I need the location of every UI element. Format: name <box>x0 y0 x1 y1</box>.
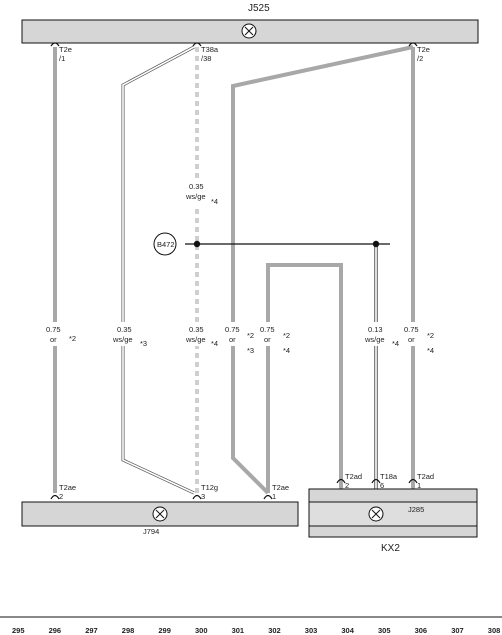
j794-label: J794 <box>143 527 159 536</box>
svg-text:*3: *3 <box>140 339 147 348</box>
wire-label-4: 0.75 or *2 *3 <box>222 322 254 355</box>
svg-text:0.35: 0.35 <box>189 182 204 191</box>
svg-text:T2ad: T2ad <box>417 472 434 481</box>
svg-text:T38a: T38a <box>201 45 219 54</box>
connector-bot-2: T12g 3 <box>192 483 218 501</box>
svg-text:T2ad: T2ad <box>345 472 362 481</box>
connector-top-1: T2e /1 <box>50 42 72 63</box>
column-number: 296 <box>49 626 62 635</box>
connector-bot-6: T2ad 1 <box>408 472 434 490</box>
ground-symbol-icon <box>368 506 384 522</box>
svg-text:T18a: T18a <box>380 472 398 481</box>
wire-label-3: 0.35 ws/ge *4 <box>184 322 218 348</box>
svg-text:0.35: 0.35 <box>117 325 132 334</box>
column-number: 307 <box>451 626 464 635</box>
j285-label: J285 <box>408 505 424 514</box>
component-j794: J794 <box>21 501 299 536</box>
wire-5[interactable] <box>266 263 343 493</box>
svg-text:*2: *2 <box>283 331 290 340</box>
svg-text:*3: *3 <box>247 346 254 355</box>
column-number: 303 <box>305 626 318 635</box>
column-number: 295 <box>12 626 25 635</box>
svg-text:*2: *2 <box>247 331 254 340</box>
wire-4[interactable] <box>231 45 414 495</box>
svg-text:*4: *4 <box>427 346 434 355</box>
component-j525: J525 <box>21 3 479 44</box>
svg-text:6: 6 <box>380 481 384 490</box>
svg-text:T2e: T2e <box>417 45 430 54</box>
column-number: 306 <box>415 626 428 635</box>
column-number: 308 <box>488 626 501 635</box>
svg-text:*2: *2 <box>427 331 434 340</box>
svg-text:or: or <box>229 335 236 344</box>
wire-label-upper: 0.35 ws/ge *4 <box>184 178 218 208</box>
column-numbers: 295 296 297 298 299 300 301 302 303 304 305 306 307 3… <box>12 626 500 635</box>
svg-text:ws/ge: ws/ge <box>185 192 206 201</box>
svg-text:*2: *2 <box>69 334 76 343</box>
svg-text:0.13: 0.13 <box>368 325 383 334</box>
svg-text:*4: *4 <box>211 339 218 348</box>
svg-text:*4: *4 <box>211 197 218 206</box>
wire-label-6: 0.13 ws/ge *4 <box>364 322 399 348</box>
svg-text:0.35: 0.35 <box>189 325 204 334</box>
splice-dot-right <box>372 240 380 248</box>
svg-text:ws/ge: ws/ge <box>185 335 206 344</box>
splice-dot-left <box>193 240 201 248</box>
svg-text:or: or <box>50 335 57 344</box>
svg-text:T12g: T12g <box>201 483 218 492</box>
svg-text:T2ae: T2ae <box>59 483 76 492</box>
connector-bot-4: T2ad 2 <box>336 472 362 490</box>
svg-text:or: or <box>264 335 271 344</box>
j285-unit[interactable] <box>308 501 478 527</box>
column-number: 305 <box>378 626 391 635</box>
svg-text:*4: *4 <box>392 339 399 348</box>
svg-text:/2: /2 <box>417 54 423 63</box>
connector-top-2: T38a /38 <box>192 42 219 63</box>
connector-bot-3: T2ae 1 <box>263 483 289 501</box>
column-number: 298 <box>122 626 135 635</box>
svg-text:1: 1 <box>272 492 276 501</box>
ground-symbol-icon <box>152 506 168 522</box>
connector-bot-5: T18a 6 <box>371 472 398 490</box>
svg-text:/1: /1 <box>59 54 65 63</box>
svg-text:0.75: 0.75 <box>260 325 275 334</box>
svg-text:3: 3 <box>201 492 205 501</box>
svg-text:0.75: 0.75 <box>404 325 419 334</box>
column-number: 299 <box>158 626 171 635</box>
kx2-label: KX2 <box>381 543 400 554</box>
svg-text:T2ae: T2ae <box>272 483 289 492</box>
column-number: 300 <box>195 626 208 635</box>
svg-text:ws/ge: ws/ge <box>364 335 385 344</box>
column-number: 297 <box>85 626 98 635</box>
wire-label-2: 0.35 ws/ge *3 <box>112 322 147 348</box>
wire-label-5: 0.75 or *2 *4 <box>257 322 290 355</box>
svg-text:0.75: 0.75 <box>225 325 240 334</box>
connector-top-3: T2e /2 <box>408 42 430 63</box>
component-kx2: J285 KX2 <box>308 488 478 554</box>
svg-text:or: or <box>408 335 415 344</box>
column-number: 302 <box>268 626 281 635</box>
j525-label: J525 <box>248 3 270 14</box>
svg-text:ws/ge: ws/ge <box>112 335 133 344</box>
svg-text:1: 1 <box>417 481 421 490</box>
wire-2[interactable] <box>121 45 195 495</box>
wire-label-1: 0.75 or *2 <box>43 322 76 346</box>
ground-symbol-icon <box>241 23 257 39</box>
svg-text:2: 2 <box>59 492 63 501</box>
wire-label-7: 0.75 or *2 *4 <box>401 322 434 355</box>
sensor-b472[interactable]: B472 <box>153 232 177 256</box>
connector-bot-1: T2ae 2 <box>50 483 76 501</box>
column-number: 304 <box>341 626 354 635</box>
svg-text:2: 2 <box>345 481 349 490</box>
svg-text:T2e: T2e <box>59 45 72 54</box>
svg-text:/38: /38 <box>201 54 211 63</box>
column-number: 301 <box>232 626 245 635</box>
sensor-label: B472 <box>157 240 175 249</box>
svg-text:0.75: 0.75 <box>46 325 61 334</box>
svg-text:*4: *4 <box>283 346 290 355</box>
